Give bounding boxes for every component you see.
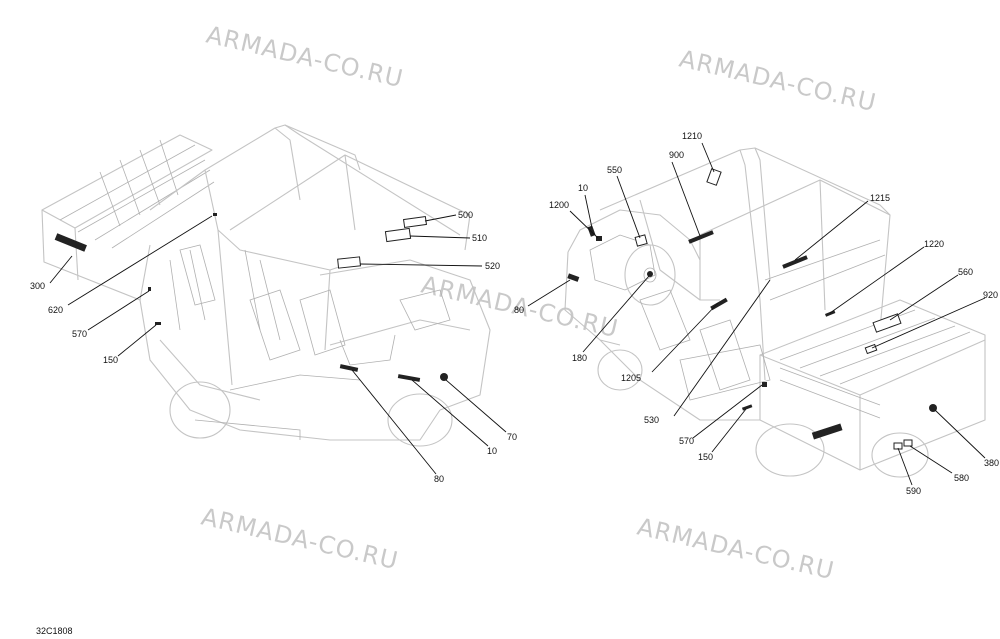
- decal-small: [155, 322, 161, 325]
- decal-panel: [864, 343, 878, 355]
- callout-1200: 1200: [549, 200, 569, 210]
- callout-580: 580: [954, 473, 969, 483]
- watermark: ARMADA-CO.RU: [677, 45, 880, 118]
- callout-570: 570: [679, 436, 694, 446]
- callout-1215: 1215: [870, 193, 890, 203]
- callout-150: 150: [103, 355, 118, 365]
- callout-520: 520: [485, 261, 500, 271]
- left-callouts: 300 620 570 150 500 510 520 70 10 80: [30, 210, 517, 484]
- left-vehicle-drawing: [41, 124, 491, 447]
- decal-panel: [337, 256, 362, 269]
- decal-round: [647, 271, 653, 277]
- callout-80: 80: [514, 305, 524, 315]
- callout-180: 180: [572, 353, 587, 363]
- decal-small: [824, 310, 836, 317]
- callout-70: 70: [507, 432, 517, 442]
- decal-panel: [706, 168, 722, 186]
- callout-150: 150: [698, 452, 713, 462]
- decal-small: [567, 273, 580, 282]
- callout-300: 300: [30, 281, 45, 291]
- decal-panel: [402, 215, 428, 229]
- decal-small: [782, 255, 808, 269]
- decal-small: [741, 404, 753, 411]
- decal-panel: [872, 313, 902, 333]
- callout-380: 380: [984, 458, 999, 468]
- callout-530: 530: [644, 415, 659, 425]
- decal-small: [397, 374, 421, 382]
- callout-1210: 1210: [682, 131, 702, 141]
- left-leaders: [49, 214, 507, 475]
- left-decals: [54, 213, 448, 382]
- drawing-code: 32C1808: [36, 626, 73, 636]
- right-decals: [567, 168, 937, 450]
- decal-small: [762, 382, 767, 387]
- decal-panel: [634, 234, 648, 247]
- decal-logo: [811, 423, 843, 440]
- callout-560: 560: [958, 267, 973, 277]
- callout-920: 920: [983, 290, 998, 300]
- callout-1205: 1205: [621, 373, 641, 383]
- right-callouts: 1210 900 550 10 1200 80 180 1215 1220 56…: [514, 131, 999, 496]
- callout-620: 620: [48, 305, 63, 315]
- decal-logo: [54, 233, 87, 252]
- callout-570: 570: [72, 329, 87, 339]
- callout-80: 80: [434, 474, 444, 484]
- callout-10: 10: [578, 183, 588, 193]
- watermark: ARMADA-CO.RU: [204, 21, 407, 94]
- decal-small: [213, 213, 217, 216]
- decal-panel: [903, 439, 913, 447]
- callout-500: 500: [458, 210, 473, 220]
- callout-550: 550: [607, 165, 622, 175]
- decal-small: [339, 364, 359, 372]
- callout-1220: 1220: [924, 239, 944, 249]
- callout-510: 510: [472, 233, 487, 243]
- watermark: ARMADA-CO.RU: [199, 503, 402, 576]
- decal-round: [440, 373, 448, 381]
- decal-panel: [384, 227, 412, 243]
- right-leaders: [527, 142, 986, 486]
- right-vehicle-drawing: [564, 147, 986, 478]
- watermark: ARMADA-CO.RU: [635, 513, 838, 586]
- decal-small: [688, 230, 714, 244]
- decal-small: [148, 287, 151, 291]
- callout-10: 10: [487, 446, 497, 456]
- callout-590: 590: [906, 486, 921, 496]
- decal-small: [596, 236, 602, 241]
- callout-900: 900: [669, 150, 684, 160]
